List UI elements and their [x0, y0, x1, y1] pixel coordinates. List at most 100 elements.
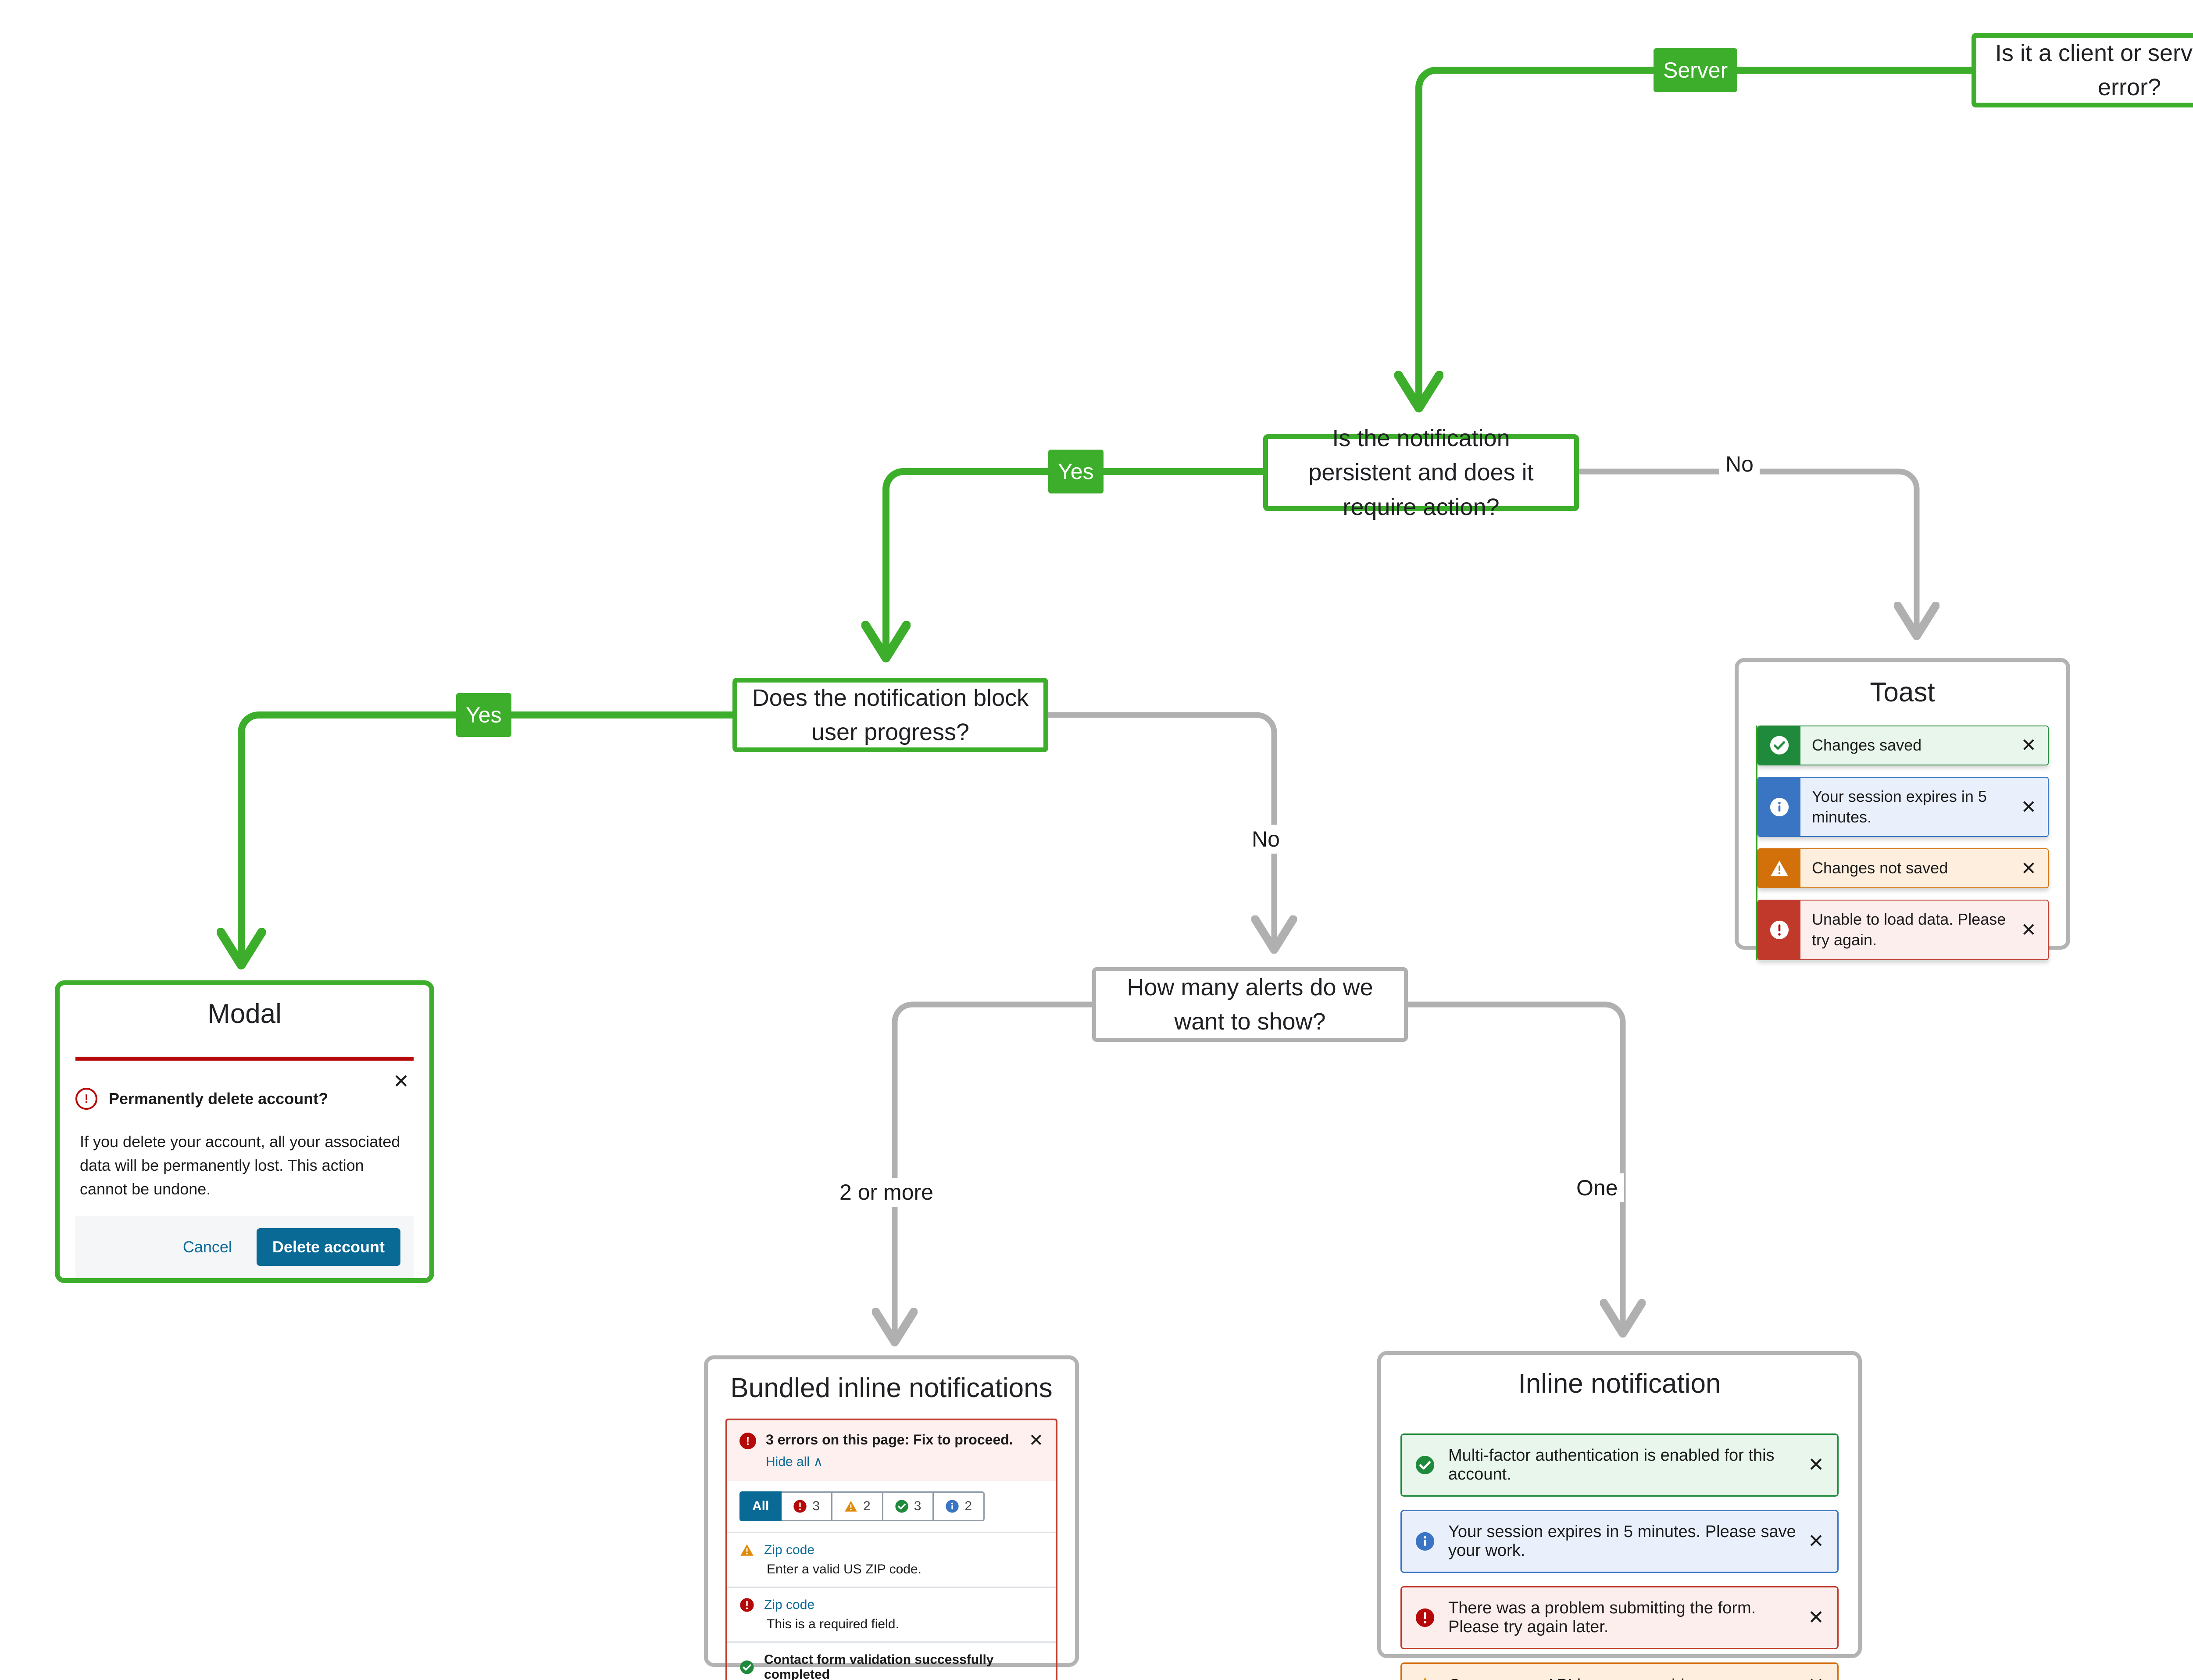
edge-label-persistent-no: No: [1719, 450, 1760, 479]
card-bundled-inline-notifications: Bundled inline notifications ! 3 errors …: [704, 1355, 1079, 1680]
filter-count-button[interactable]: 3: [782, 1491, 833, 1521]
filter-label: 2: [863, 1499, 871, 1513]
error-circle-icon: [1415, 1608, 1435, 1628]
filter-label: 3: [914, 1499, 921, 1513]
toast-icon-bar: [1758, 849, 1800, 888]
cancel-button[interactable]: Cancel: [173, 1232, 242, 1262]
edge-label-block-yes: Yes: [456, 693, 511, 737]
check-circle-icon: [1769, 735, 1789, 755]
inline-notification-item: One or more API keys are expiring soon. ✕: [1400, 1662, 1839, 1680]
modal-heading-text: Permanently delete account?: [109, 1090, 329, 1108]
filter-label: All: [752, 1499, 769, 1513]
inline-notification-content: Your session expires in 5 minutes. Pleas…: [1415, 1523, 1799, 1560]
inline-notification-item: Multi-factor authentication is enabled f…: [1400, 1433, 1839, 1497]
card-toast: Toast Changes saved✕Your session expires…: [1735, 658, 2070, 960]
inline-notification-message: Multi-factor authentication is enabled f…: [1448, 1446, 1775, 1483]
check-circle-icon: [1415, 1455, 1435, 1475]
warning-triangle-icon: [739, 1543, 754, 1558]
inline-notification-list: Multi-factor authentication is enabled f…: [1400, 1433, 1839, 1680]
toast-message: Changes saved: [1812, 736, 1922, 754]
bundled-row-description: Enter a valid US ZIP code.: [767, 1562, 921, 1576]
modal-heading: ! Permanently delete account?: [75, 1088, 414, 1110]
toast-message: Your session expires in 5 minutes.: [1812, 787, 1987, 826]
filter-all-button[interactable]: All: [739, 1491, 782, 1521]
decision-alert-count-label: How many alerts do we want to show?: [1127, 974, 1373, 1035]
hide-all-toggle[interactable]: Hide all ∧: [766, 1454, 1013, 1469]
bundled-row-title-text: Zip code: [764, 1598, 815, 1612]
bundled-close-button[interactable]: ✕: [1029, 1431, 1043, 1450]
toast-item: Unable to load data. Please try again. ✕: [1757, 900, 2049, 960]
bundled-filter-group[interactable]: All 3 2 3 2: [739, 1491, 1043, 1521]
toast-body: Your session expires in 5 minutes. ✕: [1800, 777, 2048, 836]
edge-label-count-one: One: [1570, 1173, 1624, 1202]
inline-notification-title: Inline notification: [1518, 1369, 1721, 1399]
delete-account-button[interactable]: Delete account: [256, 1228, 400, 1266]
inline-notification-content: One or more API keys are expiring soon.: [1415, 1675, 1748, 1680]
bundled-row-description: This is a required field.: [767, 1617, 899, 1631]
toast-list: Changes saved✕Your session expires in 5 …: [1756, 726, 2049, 960]
inline-notification-close-button[interactable]: ✕: [1808, 1676, 1824, 1680]
error-circle-outline-icon: !: [75, 1088, 97, 1110]
bundled-row-title-text: Contact form validation successfully com…: [764, 1652, 994, 1680]
edge-label-persistent-yes: Yes: [1048, 450, 1104, 493]
inline-notification-item: Your session expires in 5 minutes. Pleas…: [1400, 1510, 1839, 1573]
modal-body-text: If you delete your account, all your ass…: [80, 1133, 400, 1198]
toast-close-button[interactable]: ✕: [2021, 796, 2036, 817]
inline-notification-close-button[interactable]: ✕: [1808, 1530, 1824, 1552]
toast-body: Changes not saved✕: [1800, 849, 2048, 888]
bundled-row-title[interactable]: Zip code: [739, 1598, 1043, 1612]
error-circle-icon: [739, 1598, 754, 1612]
inline-notification-message: There was a problem submitting the form.…: [1448, 1599, 1756, 1636]
filter-label: 3: [812, 1499, 820, 1513]
decision-persistent[interactable]: Is the notification persistent and does …: [1263, 425, 1579, 520]
bundled-row-title-text: Zip code: [764, 1543, 815, 1557]
edge-label-count-many: 2 or more: [833, 1178, 939, 1207]
modal-footer: Cancel Delete account: [75, 1216, 414, 1278]
toast-icon-bar: [1758, 726, 1800, 765]
modal-close-button[interactable]: ✕: [393, 1071, 409, 1092]
warning-triangle-icon: [844, 1499, 858, 1513]
decision-blocks-progress-label: Does the notification block user progres…: [752, 684, 1029, 745]
toast-close-button[interactable]: ✕: [2021, 735, 2036, 756]
toast-item: Changes not saved✕: [1757, 848, 2049, 889]
filter-count-button[interactable]: 2: [832, 1491, 883, 1521]
toast-item: Changes saved ✕: [1757, 726, 2049, 765]
decision-blocks-progress[interactable]: Does the notification block user progres…: [732, 678, 1048, 752]
info-circle-icon: [945, 1499, 959, 1513]
filter-label: 2: [964, 1499, 972, 1513]
info-circle-icon: [1415, 1531, 1435, 1551]
toast-close-button[interactable]: ✕: [2021, 919, 2036, 940]
chevron-up-icon: ∧: [813, 1455, 823, 1469]
filter-count-button[interactable]: 3: [883, 1491, 934, 1521]
inline-notification-message: One or more API keys are expiring soon.: [1448, 1676, 1748, 1680]
modal-accent-rule: [75, 1057, 414, 1061]
inline-notification-close-button[interactable]: ✕: [1808, 1454, 1824, 1476]
error-circle-icon: !: [739, 1433, 756, 1449]
edge-label-server: Server: [1654, 48, 1738, 92]
check-circle-icon: [739, 1660, 754, 1675]
bundled-alert: ! 3 errors on this page: Fix to proceed.…: [725, 1419, 1057, 1680]
inline-notification-close-button[interactable]: ✕: [1808, 1607, 1824, 1628]
info-circle-icon: [1769, 797, 1789, 817]
toast-close-button[interactable]: ✕: [2021, 858, 2036, 879]
bundled-summary-header: ! 3 errors on this page: Fix to proceed.…: [727, 1420, 1056, 1481]
toast-body: Changes saved ✕: [1800, 726, 2048, 765]
decision-persistent-label: Is the notification persistent and does …: [1308, 425, 1534, 520]
modal-title: Modal: [207, 999, 282, 1029]
toast-message: Unable to load data. Please try again.: [1812, 910, 2006, 949]
toast-icon-bar: [1758, 901, 1800, 959]
bundled-summary-text: 3 errors on this page: Fix to proceed.: [766, 1432, 1013, 1448]
edge-label-block-no: No: [1246, 825, 1286, 854]
bundled-row-title[interactable]: Zip code: [739, 1543, 1043, 1558]
warning-triangle-icon: [1769, 858, 1789, 879]
filter-count-button[interactable]: 2: [934, 1491, 985, 1521]
bundled-title: Bundled inline notifications: [730, 1373, 1053, 1403]
decision-alert-count[interactable]: How many alerts do we want to show?: [1092, 967, 1408, 1042]
warning-triangle-icon: [1415, 1675, 1435, 1680]
